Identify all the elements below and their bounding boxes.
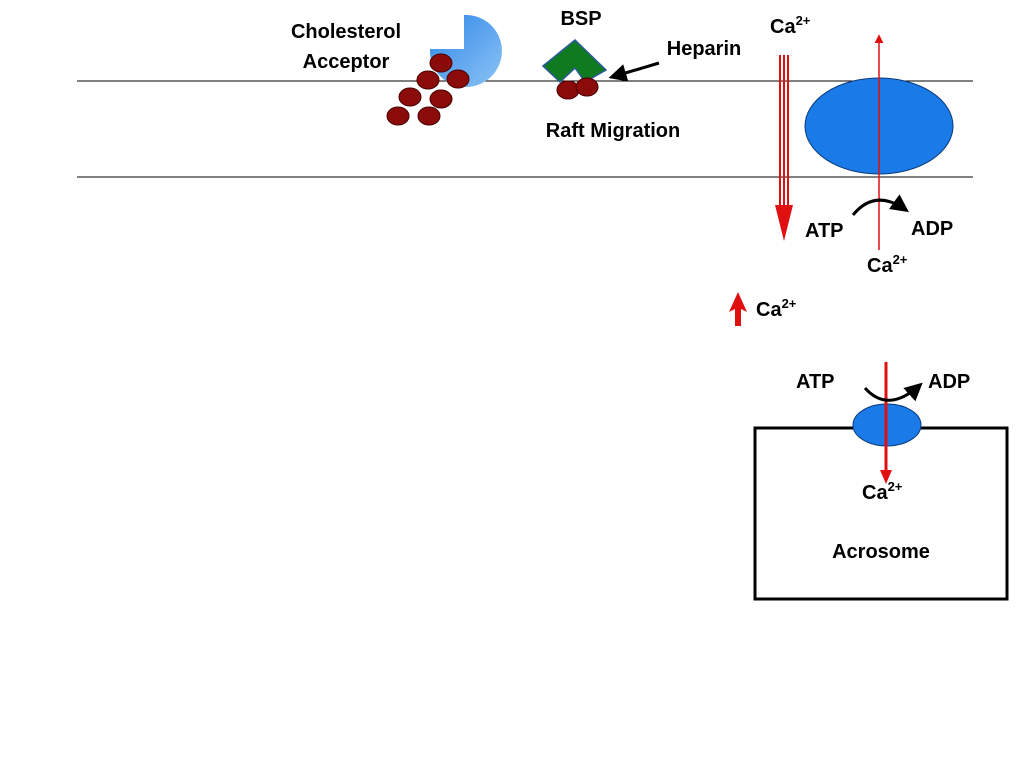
atp-adp-arrow-plasma <box>851 194 909 216</box>
calcium-label-plasma-out: Ca2+ <box>867 252 908 277</box>
cholesterol-icon <box>398 87 422 107</box>
bsp-icon <box>541 38 608 84</box>
cholesterol-cluster <box>386 53 470 126</box>
adp-label-acrosome: ADP <box>928 371 970 393</box>
calcium-rise-arrow <box>729 292 747 326</box>
heparin-arrow <box>608 61 660 82</box>
cholesterol-icon <box>429 53 453 73</box>
bsp-label: BSP <box>560 8 601 30</box>
cholesterol-icon <box>446 69 470 89</box>
cholesterol-icon <box>417 106 441 126</box>
cholesterol-acceptor-label-1: Cholesterol <box>291 21 401 43</box>
cholesterol-icon <box>556 80 580 100</box>
cholesterol-icon <box>386 106 410 126</box>
adp-label-plasma: ADP <box>911 218 953 240</box>
calcium-label-acrosome: Ca2+ <box>862 479 903 504</box>
bsp-bound-cholesterol <box>556 77 599 100</box>
atp-label-acrosome: ATP <box>796 371 835 393</box>
acrosome-box <box>753 426 1009 601</box>
calcium-label-rise: Ca2+ <box>756 296 797 321</box>
cholesterol-icon <box>429 89 453 109</box>
calcium-influx-arrow <box>775 55 793 241</box>
cholesterol-acceptor-label-2: Acceptor <box>303 51 390 73</box>
cholesterol-icon <box>575 77 599 97</box>
raft-migration-label: Raft Migration <box>546 120 680 142</box>
heparin-label: Heparin <box>667 38 741 60</box>
calcium-label-top: Ca2+ <box>770 13 811 38</box>
calcium-acrosome-arrowhead <box>880 470 892 484</box>
atp-label-plasma: ATP <box>805 220 844 242</box>
cholesterol-icon <box>416 70 440 90</box>
acrosome-label: Acrosome <box>832 541 930 563</box>
atp-adp-arrow-acrosome <box>863 382 923 402</box>
